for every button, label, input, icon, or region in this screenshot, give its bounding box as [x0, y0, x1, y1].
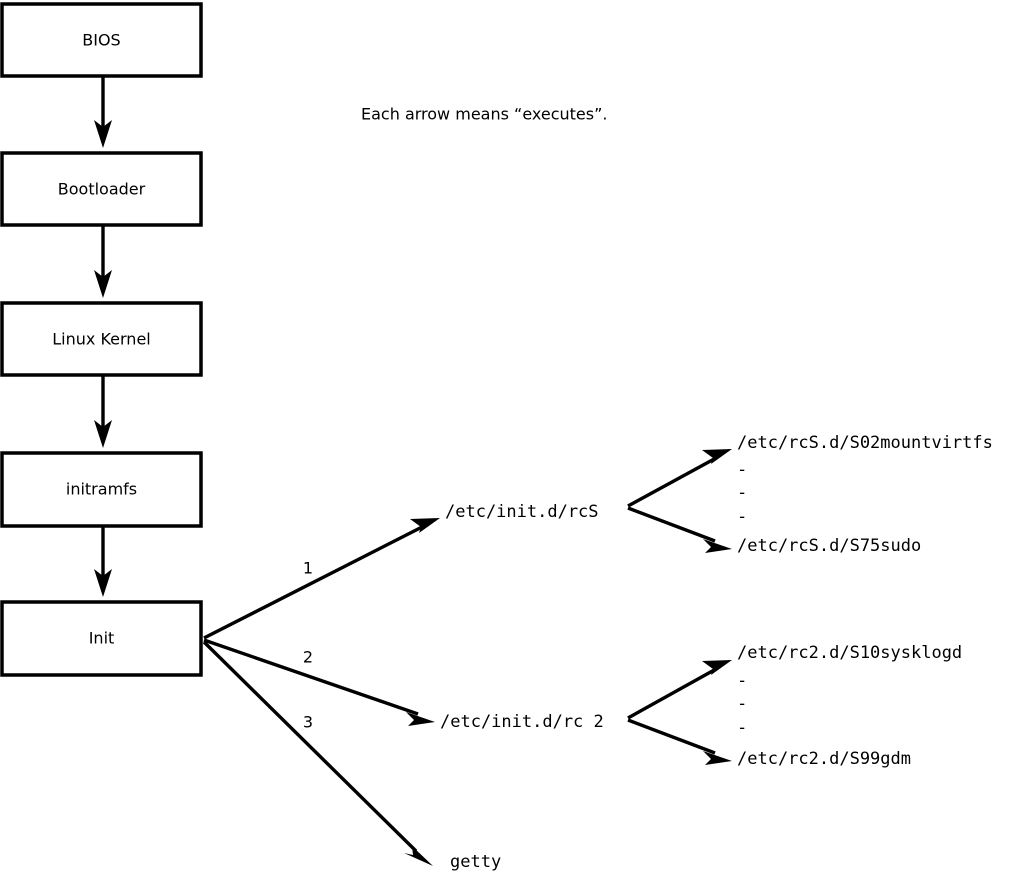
- ellipsis-dash: -: [737, 460, 747, 480]
- ellipsis-rc2: - - -: [737, 671, 747, 738]
- edge-line: [627, 506, 716, 543]
- edge-kernel-to-initramfs: [94, 375, 112, 448]
- ellipsis-rcS: - - -: [737, 460, 747, 527]
- legend-note: Each arrow means “executes”.: [361, 105, 607, 124]
- box-bios[interactable]: BIOS: [0, 2, 203, 78]
- edge-init-to-getty: 3: [202, 640, 433, 866]
- box-label: Linux Kernel: [52, 330, 150, 349]
- edge-line: [203, 524, 425, 640]
- box-outline: [0, 451, 203, 528]
- edge-line: [627, 456, 717, 508]
- node-rc2-group: /etc/init.d/rc 2 /etc/rc2.d/S10sysklogd …: [440, 643, 962, 769]
- ellipsis-dash: -: [737, 718, 747, 738]
- script-label-rc2-last: /etc/rc2.d/S99gdm: [737, 749, 911, 769]
- edge-number-label: 3: [303, 713, 313, 732]
- box-linux-kernel[interactable]: Linux Kernel: [0, 301, 203, 377]
- edge-rc2-to-first: [627, 660, 732, 720]
- arrow-head-icon: [703, 539, 732, 553]
- box-label: initramfs: [66, 480, 137, 499]
- arrow-head-icon: [410, 518, 440, 533]
- ellipsis-dash: -: [737, 671, 747, 691]
- arrow-head-icon: [404, 846, 433, 866]
- node-rcS-group: /etc/init.d/rcS /etc/rcS.d/S02mountvirtf…: [445, 433, 993, 556]
- edge-bios-to-bootloader: [94, 76, 112, 148]
- arrow-head-icon: [406, 712, 435, 726]
- edge-line: [627, 718, 716, 755]
- edge-rc2-to-last: [627, 718, 732, 765]
- ellipsis-dash: -: [737, 507, 747, 527]
- edge-rcS-to-last: [627, 506, 732, 553]
- arrow-head-icon: [94, 569, 112, 597]
- arrow-head-icon: [94, 270, 112, 298]
- script-label-rcS-last: /etc/rcS.d/S75sudo: [737, 536, 921, 556]
- box-label: Init: [89, 629, 115, 648]
- init-fanout-group: 1 2 3: [202, 518, 440, 866]
- ellipsis-dash: -: [737, 694, 747, 714]
- edge-line: [202, 640, 418, 853]
- edge-rcS-to-first: [627, 449, 732, 508]
- edge-number-label: 2: [303, 648, 313, 667]
- arrow-head-icon: [94, 420, 112, 448]
- script-label-rc2-first: /etc/rc2.d/S10sysklogd: [737, 643, 962, 663]
- box-initramfs[interactable]: initramfs: [0, 451, 203, 528]
- node-getty-group: getty: [450, 852, 501, 872]
- box-label: Bootloader: [58, 180, 146, 199]
- process-boxes-group: BIOS Bootloader Linux Kernel initramfs I…: [0, 2, 203, 677]
- edge-init-to-rcS: 1: [203, 518, 440, 640]
- script-label-rc2: /etc/init.d/rc 2: [440, 712, 604, 732]
- ellipsis-dash: -: [737, 483, 747, 503]
- arrow-head-icon: [702, 449, 732, 464]
- script-label-rcS: /etc/init.d/rcS: [445, 502, 599, 522]
- arrow-head-icon: [703, 751, 732, 765]
- edge-bootloader-to-kernel: [94, 225, 112, 298]
- edge-init-to-rc2: 2: [203, 638, 435, 726]
- arrow-head-icon: [94, 120, 112, 148]
- box-outline: [0, 301, 203, 377]
- vertical-edges-group: [94, 76, 112, 597]
- arrow-head-icon: [702, 660, 732, 675]
- edge-number-label: 1: [303, 559, 313, 578]
- edge-initramfs-to-init: [94, 526, 112, 597]
- edge-line: [627, 667, 717, 720]
- box-outline: [0, 600, 203, 677]
- script-label-getty: getty: [450, 852, 501, 872]
- box-bootloader[interactable]: Bootloader: [0, 151, 203, 227]
- box-init[interactable]: Init: [0, 600, 203, 677]
- box-outline: [0, 2, 203, 78]
- box-label: BIOS: [82, 31, 120, 50]
- script-label-rcS-first: /etc/rcS.d/S02mountvirtfs: [737, 433, 993, 453]
- edge-line: [203, 638, 419, 716]
- box-outline: [0, 151, 203, 227]
